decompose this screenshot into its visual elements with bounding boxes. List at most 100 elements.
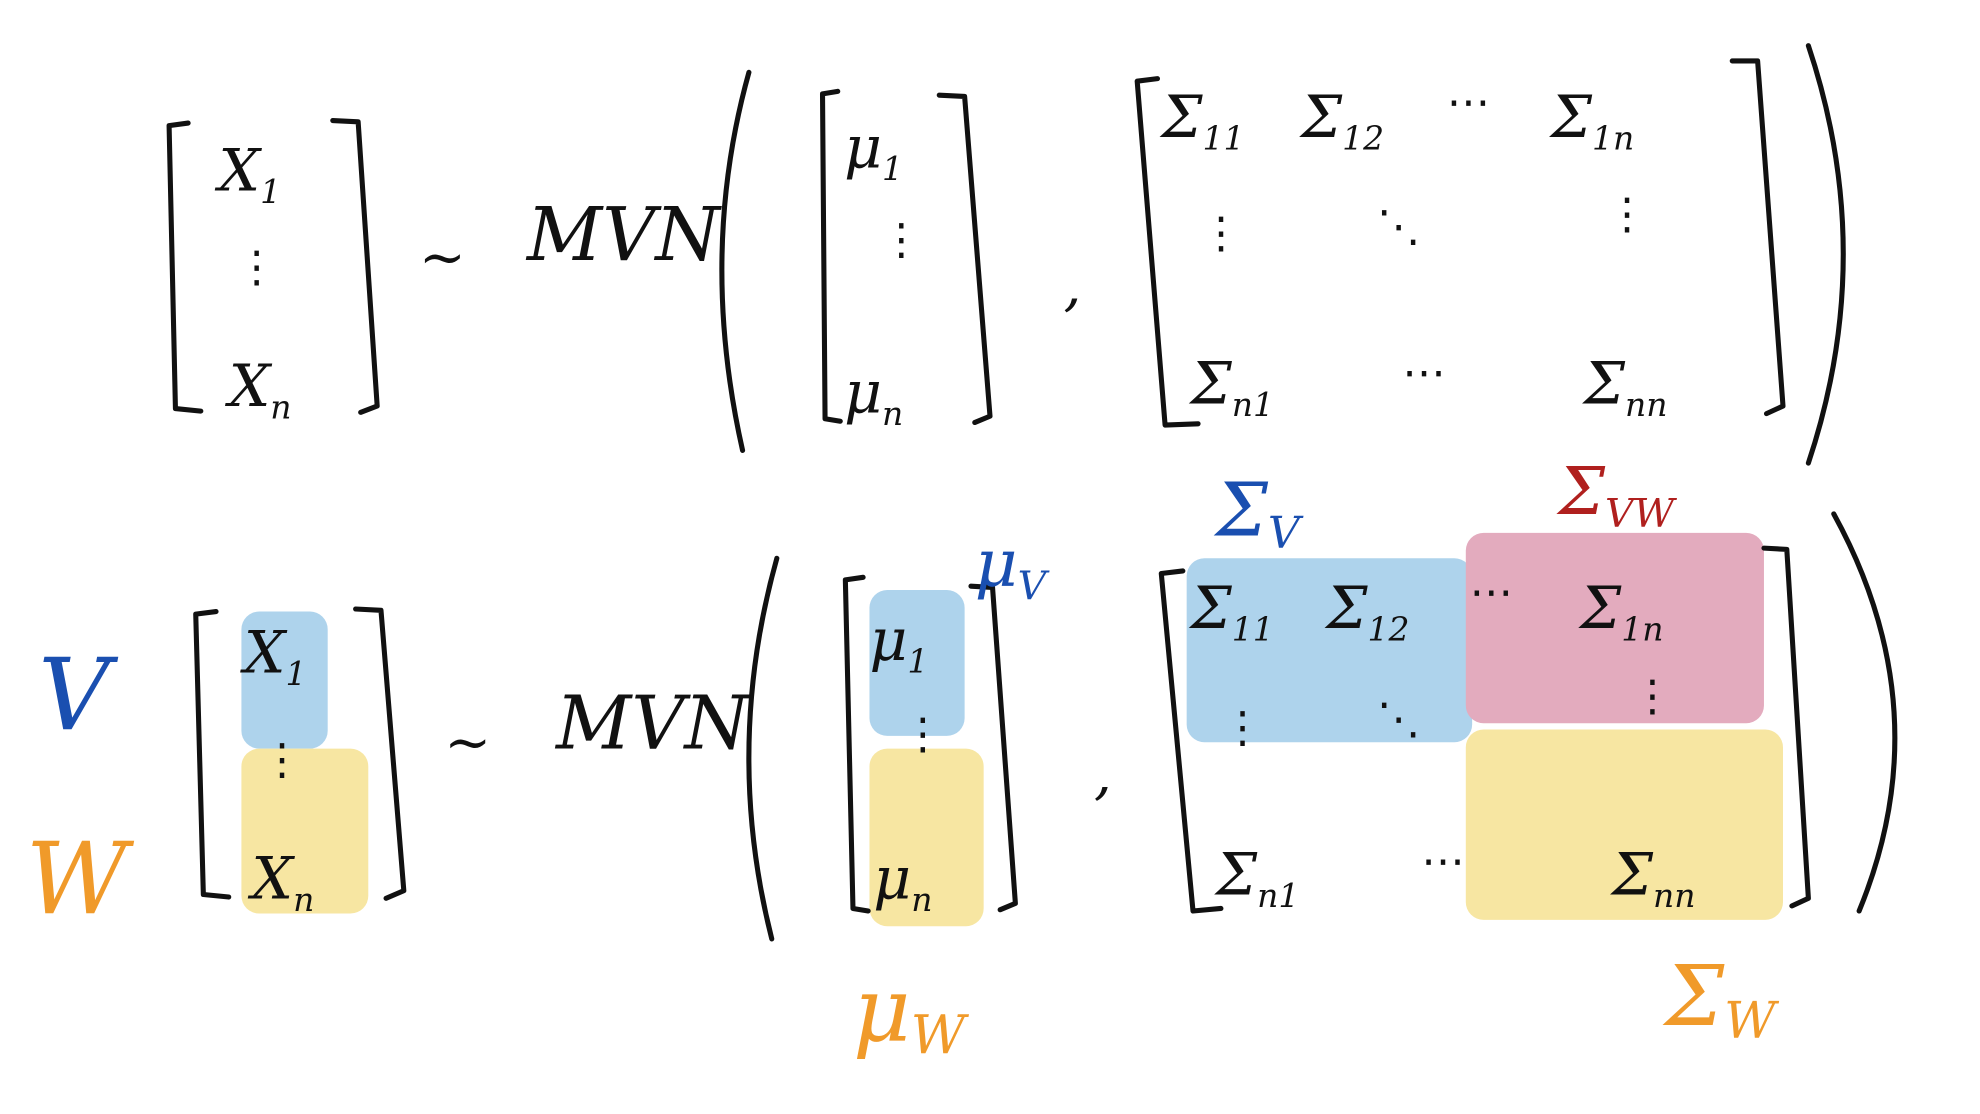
mu-v-highlight (869, 589, 965, 736)
top-cov-entry-base: ⋯ (1447, 78, 1490, 128)
top-mvn-label: MVN (525, 193, 722, 278)
mean-v-label-base: μ (975, 525, 1018, 602)
top-cov-entry: Σnn (1582, 349, 1668, 424)
top-mean-entry-base: ⋮ (880, 215, 923, 265)
top-mvn-label-base: MVN (525, 193, 722, 278)
top-vector-entry: ⋮ (235, 243, 278, 293)
top-right-paren (1805, 43, 1846, 466)
sigma-vw-block (1465, 532, 1764, 724)
bottom-cov-entry-base: Σ (1214, 840, 1258, 908)
brackets (166, 43, 1898, 942)
sigma-w-block (1465, 729, 1783, 920)
bottom-cov-entry-base: Σ (1578, 574, 1622, 642)
top-vector-entry: X1 (215, 136, 282, 211)
bottom-mean-entry-base: μ (873, 844, 911, 912)
top-vector-entry-base: X (215, 136, 263, 204)
bottom-cov-entry-subscript: 11 (1232, 610, 1274, 649)
x-w-highlight (241, 748, 369, 914)
bottom-mvn-label-base: MVN (554, 682, 751, 767)
bottom-cov-entry: Σ1n (1578, 574, 1663, 649)
top-tilde: ~ (419, 226, 466, 291)
top-vector-entry-subscript: 1 (260, 172, 281, 211)
bottom-cov-entry: Σ12 (1324, 574, 1409, 649)
bottom-cov-left-bracket (1158, 568, 1224, 914)
bottom-cov-entry-subscript: n1 (1257, 876, 1299, 915)
bottom-vector-left-bracket (193, 609, 232, 900)
bottom-cov-entry: ⋯ (1470, 567, 1513, 617)
bottom-tilde: ~ (444, 710, 491, 775)
mean-w-label-base: μ (853, 958, 911, 1061)
top-cov-entry-base: Σ (1582, 349, 1626, 417)
bottom-mean-entry: μn (873, 844, 932, 919)
top-tilde-base: ~ (419, 226, 466, 291)
bottom-mean-entry-base: μ (869, 606, 907, 674)
top-vector-entry-base: X (225, 352, 273, 420)
bottom-vector-entry: Xn (248, 844, 315, 919)
top-cov-entry-subscript: 11 (1203, 119, 1245, 158)
label-v: V (38, 639, 118, 754)
bottom-cov-entry-base: ⋯ (1470, 567, 1513, 617)
bottom-right-paren (1831, 511, 1898, 914)
sigma-v-block (1186, 558, 1473, 743)
top-vector-right-bracket (330, 117, 380, 415)
bottom-vector-entry: X1 (240, 618, 307, 693)
top-mean-entry-base: μ (844, 113, 882, 181)
top-cov-left-bracket (1134, 76, 1201, 428)
bottom-cov-entry-subscript: 1n (1621, 610, 1663, 649)
bottom-vector-entry-base: X (240, 618, 288, 686)
bottom-mean-entry-subscript: n (911, 880, 932, 919)
bottom-cov-entry: Σn1 (1214, 840, 1299, 915)
top-mean-right-bracket (936, 92, 993, 426)
cov-w-label-base: Σ (1662, 947, 1725, 1045)
cov-v-label: ΣV (1213, 468, 1304, 559)
top-vector-left-bracket (166, 120, 204, 414)
bottom-vector-entry: ⋮ (260, 735, 303, 785)
top-cov-entry: ⋯ (1402, 348, 1445, 398)
highlights (241, 532, 1783, 927)
bottom-cov-entry-base: ⋱ (1377, 694, 1420, 744)
cov-w-label-subscript: W (1724, 991, 1780, 1050)
top-mean-entry-subscript: 1 (882, 149, 903, 188)
mean-v-label-subscript: V (1018, 563, 1050, 609)
bottom-cov-right-bracket (1761, 545, 1811, 909)
top-cov-entry: ⋮ (1199, 208, 1242, 258)
bottom-cov-entry-subscript: 12 (1367, 610, 1409, 649)
top-mean-entry: μn (844, 358, 903, 433)
x-v-highlight (241, 611, 328, 749)
label-w: W (26, 823, 135, 938)
bottom-left-paren (746, 555, 780, 942)
top-cov-entry-base: Σ (1549, 83, 1593, 151)
bottom-comma-base: , (1094, 742, 1112, 807)
top-cov-entry: ⋯ (1447, 78, 1490, 128)
top-cov-entry-subscript: nn (1625, 385, 1667, 424)
top-left-paren (719, 69, 752, 453)
top-cov-entry-base: Σ (1159, 83, 1203, 151)
top-mean-entry-subscript: n (882, 394, 903, 433)
cov-vw-label-subscript: VW (1605, 491, 1678, 537)
top-cov-entry: Σn1 (1188, 349, 1273, 424)
bottom-mean-left-bracket (842, 574, 871, 914)
top-vector-entry: Xn (225, 352, 292, 427)
cov-w-label: ΣW (1662, 947, 1780, 1050)
bottom-vector-right-bracket (353, 606, 407, 901)
bottom-cov-entry-base: ⋮ (1631, 672, 1674, 722)
bottom-vector-entry-base: ⋮ (260, 735, 303, 785)
top-vector-entry-base: ⋮ (235, 243, 278, 293)
top-cov-entry-base: ⋮ (1605, 189, 1648, 239)
bottom-mean-entry-base: ⋮ (901, 710, 944, 760)
bottom-mvn-label: MVN (554, 682, 751, 767)
bottom-mean-entry: ⋮ (901, 710, 944, 760)
top-cov-entry-base: Σ (1299, 83, 1343, 151)
bottom-cov-entry-base: Σ (1610, 840, 1654, 908)
bottom-cov-entry: Σ11 (1188, 574, 1273, 649)
bottom-mean-entry: μ1 (869, 606, 928, 681)
top-mean-left-bracket (819, 88, 843, 424)
cov-v-label-subscript: V (1268, 508, 1304, 559)
bottom-cov-entry-base: Σ (1324, 574, 1368, 642)
bottom-cov-entry: ⋮ (1221, 703, 1264, 753)
mean-w-label-subscript: W (911, 1004, 970, 1066)
cov-vw-label-base: Σ (1556, 453, 1605, 530)
bottom-cov-entry-subscript: nn (1653, 876, 1695, 915)
